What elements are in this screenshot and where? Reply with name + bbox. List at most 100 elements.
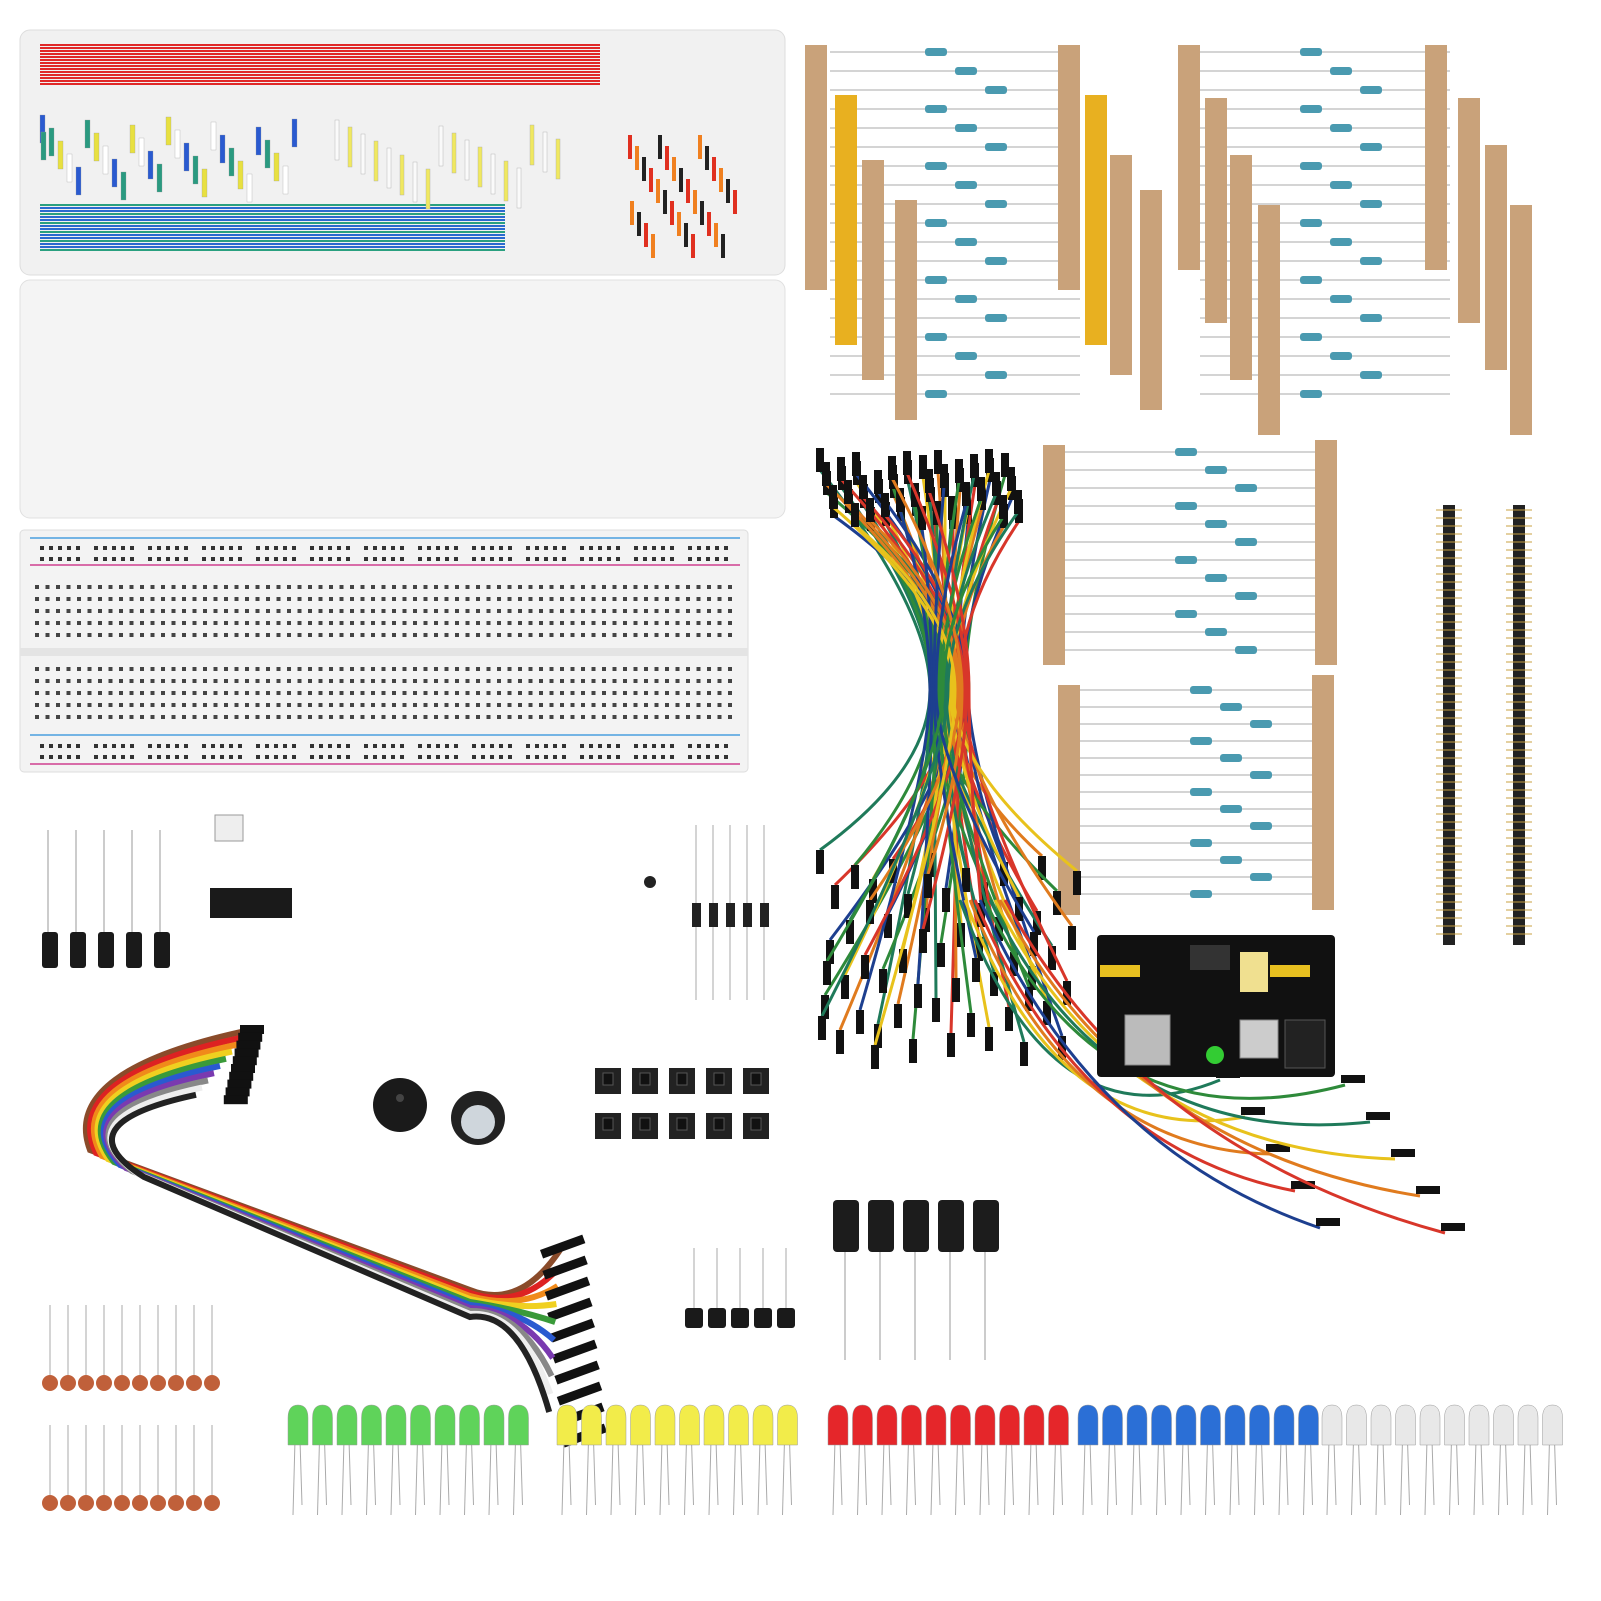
- breadboard-hole: [255, 679, 260, 683]
- breadboard-hole: [444, 609, 449, 613]
- ceramic-capacitor: [186, 1375, 202, 1391]
- breadboard-hole: [297, 715, 302, 719]
- breadboard-hole: [717, 597, 722, 601]
- led-lead: [1375, 1439, 1379, 1516]
- breadboard-hole: [560, 667, 564, 671]
- breadboard-hole: [211, 546, 215, 550]
- breadboard-hole: [297, 633, 302, 637]
- breadboard-hole: [371, 679, 375, 683]
- breadboard-hole: [274, 744, 278, 748]
- breadboard-hole: [157, 557, 161, 561]
- breadboard-hole: [665, 691, 669, 695]
- breadboard-hole: [328, 546, 332, 550]
- led-lead: [864, 1439, 867, 1506]
- breadboard-hole: [707, 597, 711, 601]
- breadboard-hole: [161, 679, 165, 683]
- breadboard-hole: [413, 715, 417, 719]
- jumper-connector: [1073, 871, 1081, 895]
- breadboard-hole: [229, 755, 233, 759]
- tape-strip: [1485, 145, 1507, 370]
- breadboard-hole: [318, 691, 323, 695]
- breadboard-hole: [276, 597, 281, 601]
- resistor: [1300, 333, 1322, 341]
- jumper-connector: [1266, 1144, 1290, 1152]
- breadboard-hole: [717, 667, 722, 671]
- jumper-connector: [955, 459, 963, 483]
- breadboard-hole: [308, 703, 312, 707]
- electrolytic-capacitor: [903, 1200, 929, 1252]
- breadboard-hole: [675, 585, 680, 589]
- jumper-connector: [1030, 932, 1038, 956]
- breadboard-hole: [528, 585, 533, 589]
- breadboard-hole: [486, 667, 491, 671]
- jumper-connector: [918, 506, 926, 530]
- short-jumper-wire: [334, 119, 340, 161]
- breadboard-hole: [175, 744, 179, 748]
- resistor: [1300, 390, 1322, 398]
- breadboard-hole: [490, 755, 494, 759]
- breadboard-hole: [434, 703, 438, 707]
- breadboard-hole: [192, 715, 197, 719]
- breadboard-hole: [497, 703, 501, 707]
- breadboard-hole: [360, 703, 365, 707]
- led-lead: [1498, 1439, 1501, 1516]
- short-jumper-wire: [246, 173, 253, 203]
- breadboard-hole: [339, 667, 344, 671]
- jumper-connector: [972, 958, 980, 982]
- breadboard-hole: [346, 557, 350, 561]
- ceramic-capacitor: [132, 1495, 148, 1511]
- breadboard-hole: [724, 557, 728, 561]
- led-lead: [422, 1439, 425, 1506]
- breadboard-hole: [499, 755, 503, 759]
- breadboard-hole: [675, 609, 680, 613]
- resistor: [985, 200, 1007, 208]
- breadboard-hole: [203, 691, 207, 695]
- breadboard-hole: [413, 585, 417, 589]
- led-lead: [1480, 1439, 1484, 1506]
- breadboard-hole: [308, 609, 312, 613]
- breadboard-hole: [360, 621, 365, 625]
- breadboard-hole: [255, 621, 260, 625]
- jumper-connector: [837, 457, 845, 481]
- breadboard-hole: [526, 755, 530, 759]
- breadboard-hole: [202, 744, 206, 748]
- breadboard-hole: [66, 667, 71, 671]
- breadboard-hole: [108, 585, 113, 589]
- breadboard-hole: [360, 715, 365, 719]
- breadboard-hole: [129, 597, 134, 601]
- breadboard-hole: [654, 679, 659, 683]
- short-jumper-wire: [516, 167, 522, 209]
- breadboard-hole: [391, 557, 395, 561]
- breadboard-hole: [728, 633, 732, 637]
- breadboard-hole: [339, 691, 344, 695]
- short-jumper-wire: [165, 116, 172, 146]
- breadboard-hole: [696, 703, 701, 707]
- jumper-connector: [1391, 1149, 1415, 1157]
- led-lead: [495, 1439, 499, 1506]
- breadboard-hole: [157, 546, 161, 550]
- breadboard-hole: [539, 679, 543, 683]
- breadboard-hole: [308, 679, 312, 683]
- breadboard-hole: [35, 609, 39, 613]
- breadboard-hole: [87, 621, 92, 625]
- breadboard-hole: [245, 633, 249, 637]
- breadboard-hole: [633, 597, 638, 601]
- short-jumper-wire: [733, 190, 737, 214]
- tape-strip: [1315, 440, 1337, 665]
- breadboard-hole: [140, 715, 144, 719]
- breadboard-hole: [490, 546, 494, 550]
- breadboard-hole: [129, 621, 134, 625]
- resistor: [955, 295, 977, 303]
- breadboard-hole: [381, 633, 386, 637]
- tape-strip: [1312, 675, 1334, 910]
- breadboard-hole: [112, 744, 116, 748]
- breadboard-hole: [707, 585, 711, 589]
- breadboard-hole: [45, 715, 50, 719]
- breadboard-hole: [287, 609, 291, 613]
- resistor: [1205, 628, 1227, 636]
- breadboard-hole: [507, 609, 512, 613]
- breadboard-hole: [507, 703, 512, 707]
- led-lead: [1236, 1439, 1240, 1506]
- breadboard-hole: [413, 703, 417, 707]
- led-lead: [666, 1439, 670, 1506]
